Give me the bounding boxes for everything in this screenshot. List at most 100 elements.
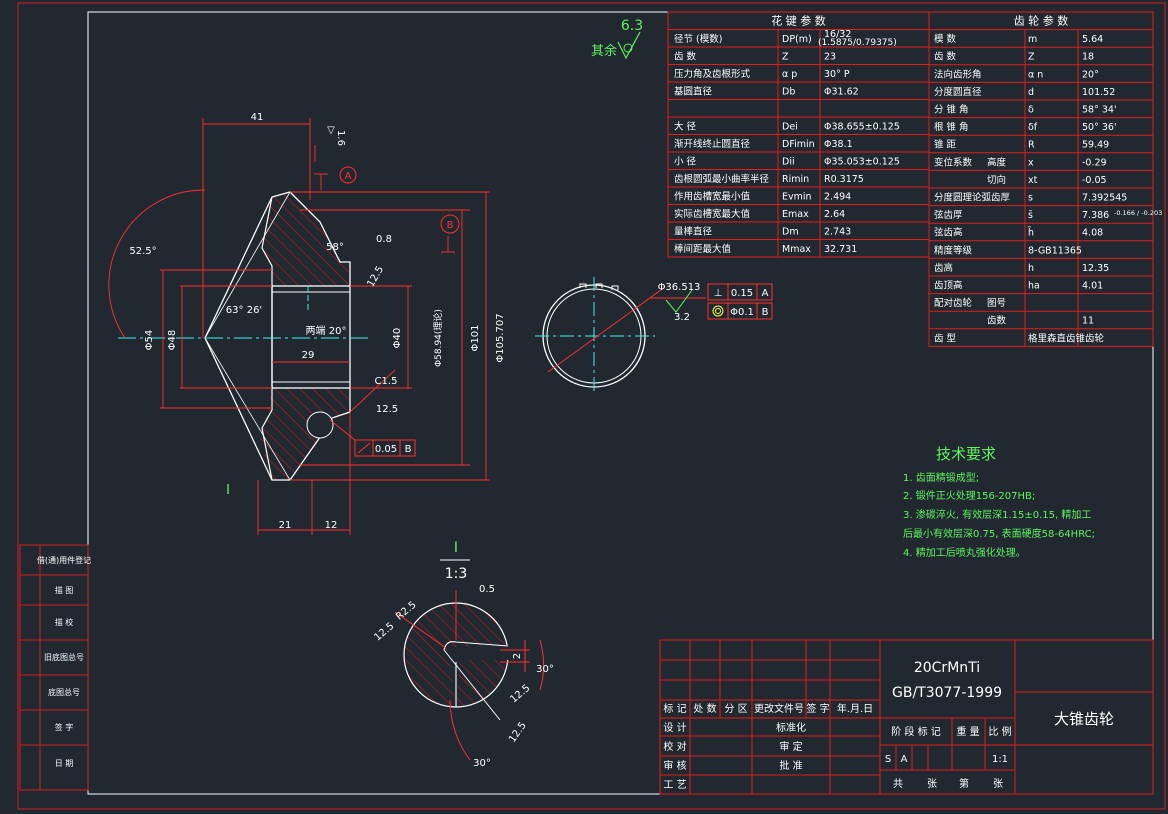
role-label: 校 对 xyxy=(663,740,686,753)
gear-table-title: 齿 轮 参 数 xyxy=(1014,14,1069,28)
side-strip-label: 描 图 xyxy=(55,585,74,595)
gear-param-sub: 齿数 xyxy=(987,315,1007,327)
perpendicularity-datum: A xyxy=(762,288,769,299)
gear-param-value: 18 xyxy=(1082,52,1094,63)
dim-30-deg-b: 30° xyxy=(473,758,491,769)
gear-param-sub: 切向 xyxy=(987,174,1006,186)
side-strip-label: 借(通)用件登记 xyxy=(37,555,91,565)
gear-param-value: 12.35 xyxy=(1082,263,1109,274)
roughness-value: 6.3 xyxy=(621,18,643,34)
spline-param-name: 齿 数 xyxy=(674,51,697,63)
detail-scale: 1:3 xyxy=(445,566,468,582)
gear-param-value: 58° 34' xyxy=(1082,105,1117,116)
role-label: 设 计 xyxy=(663,721,686,734)
roughness-label: 其余 xyxy=(591,43,617,59)
spline-param-symbol: DFimin xyxy=(782,139,815,150)
sheet-label: 共 xyxy=(893,778,903,790)
dim-chamfer-20: 两端 20° xyxy=(306,324,347,337)
title-block xyxy=(659,639,1154,795)
spline-param-symbol: DP(m) xyxy=(782,34,812,45)
spline-param-name: 量棒直径 xyxy=(674,226,713,238)
tech-req-line: 3. 渗碳淬火, 有效层深1.15±0.15, 精加工 xyxy=(903,508,1091,521)
stage-mark: S xyxy=(885,754,891,765)
spline-param-symbol: Mmax xyxy=(782,244,811,255)
gear-section-view xyxy=(118,191,370,481)
gear-param-symbol: ha xyxy=(1028,281,1040,292)
material-standard: GB/T3077-1999 xyxy=(892,685,1002,701)
datum-b-label: B xyxy=(447,220,454,231)
gear-table-frame xyxy=(928,11,1154,347)
spline-param-value: 23 xyxy=(824,52,836,63)
gear-param-symbol: h̄ xyxy=(1028,227,1034,239)
concentricity-datum: B xyxy=(762,307,769,318)
stage-header: 比 例 xyxy=(988,725,1011,738)
gear-param-name: 齿 型 xyxy=(934,333,957,344)
dim-r2-5: R2.5 xyxy=(394,600,419,623)
drawing-border xyxy=(87,11,1154,795)
gear-param-value: 20° xyxy=(1082,69,1099,80)
gear-param-name: 锥 距 xyxy=(934,139,957,151)
gear-param-tolerance: -0.166 / -0.203 xyxy=(1114,209,1162,217)
spline-param-name: 棒间距最大值 xyxy=(674,243,732,255)
spline-param-symbol: Db xyxy=(782,87,795,98)
stage-header: 阶 段 标 记 xyxy=(891,725,941,738)
spline-param-symbol: Dei xyxy=(782,122,798,133)
spline-param-name: 渐开线终止圆直径 xyxy=(674,138,751,150)
side-strip-label: 签 字 xyxy=(55,722,74,732)
spline-param-value: 30° P xyxy=(824,69,850,80)
gear-param-symbol: Z xyxy=(1028,52,1035,63)
perpendicularity-tolerance: 0.15 xyxy=(731,288,753,299)
roughness-symbol: 6.3 其余 xyxy=(591,18,643,60)
gear-param-name: 分 锥 角 xyxy=(934,104,969,116)
spline-param-name: 小 径 xyxy=(674,156,697,168)
perpendicularity-icon: ⊥ xyxy=(714,288,723,299)
detail-i-view xyxy=(394,559,544,761)
concentricity-tolerance: Φ0.1 xyxy=(730,307,754,318)
gear-param-symbol: δ xyxy=(1028,105,1034,116)
side-strip-label: 日 期 xyxy=(55,759,74,768)
role-label: 标准化 xyxy=(776,721,806,734)
side-strip-label: 底图总号 xyxy=(48,687,80,697)
spline-param-name: 实际齿槽宽最大值 xyxy=(674,208,751,220)
spline-table-title: 花 键 参 数 xyxy=(771,14,826,28)
spline-end-view xyxy=(535,277,706,395)
gear-param-value: 11 xyxy=(1082,316,1094,327)
dim-30-deg-a: 30° xyxy=(536,664,554,675)
gear-param-value: 7.386 xyxy=(1082,210,1109,221)
spline-param-symbol: Z xyxy=(782,52,789,63)
spline-param-value: Φ38.655±0.125 xyxy=(824,122,900,133)
rev-header: 标 记 xyxy=(663,703,686,715)
dim-phi-54: Φ54 xyxy=(144,330,155,351)
side-strip-label: 旧底图总号 xyxy=(44,652,84,662)
spline-param-name: 基圆直径 xyxy=(674,86,713,98)
dim-phi-105-707: Φ105.707 xyxy=(495,313,506,362)
dim-c1-5: C1.5 xyxy=(375,376,398,387)
spline-param-value: 16/32 xyxy=(824,29,851,40)
gear-param-value: 50° 36' xyxy=(1082,122,1117,133)
spline-param-value: 32.731 xyxy=(824,244,857,255)
gear-param-symbol: s̄ xyxy=(1028,210,1033,221)
stage-header: 重 量 xyxy=(956,725,979,738)
dim-63-26: 63° 26' xyxy=(226,305,262,316)
spline-param-value: Φ35.053±0.125 xyxy=(824,157,900,168)
part-name: 大锥齿轮 xyxy=(1054,710,1114,728)
dim-phi-40: Φ40 xyxy=(392,328,403,349)
gear-param-sub: 图号 xyxy=(987,298,1006,309)
gear-param-symbol: α n xyxy=(1028,69,1043,80)
spline-param-value: (1.5875/0.79375) xyxy=(818,38,897,48)
rev-header: 更改文件号 xyxy=(754,702,804,715)
scale-value: 1:1 xyxy=(992,754,1008,765)
gear-param-name: 变位系数 xyxy=(934,156,973,168)
detail-title: I xyxy=(454,540,458,556)
dim-41: 41 xyxy=(251,112,264,123)
gear-param-symbol: h xyxy=(1028,263,1034,274)
gear-param-name: 模 数 xyxy=(934,33,957,45)
gear-param-name: 根 锥 角 xyxy=(934,121,969,133)
runout-datum: B xyxy=(405,444,412,455)
datum-a-label: A xyxy=(345,171,352,182)
rev-header: 分 区 xyxy=(724,703,747,715)
gear-param-name: 齿顶高 xyxy=(934,280,963,292)
spline-param-value: 2.64 xyxy=(824,209,845,220)
